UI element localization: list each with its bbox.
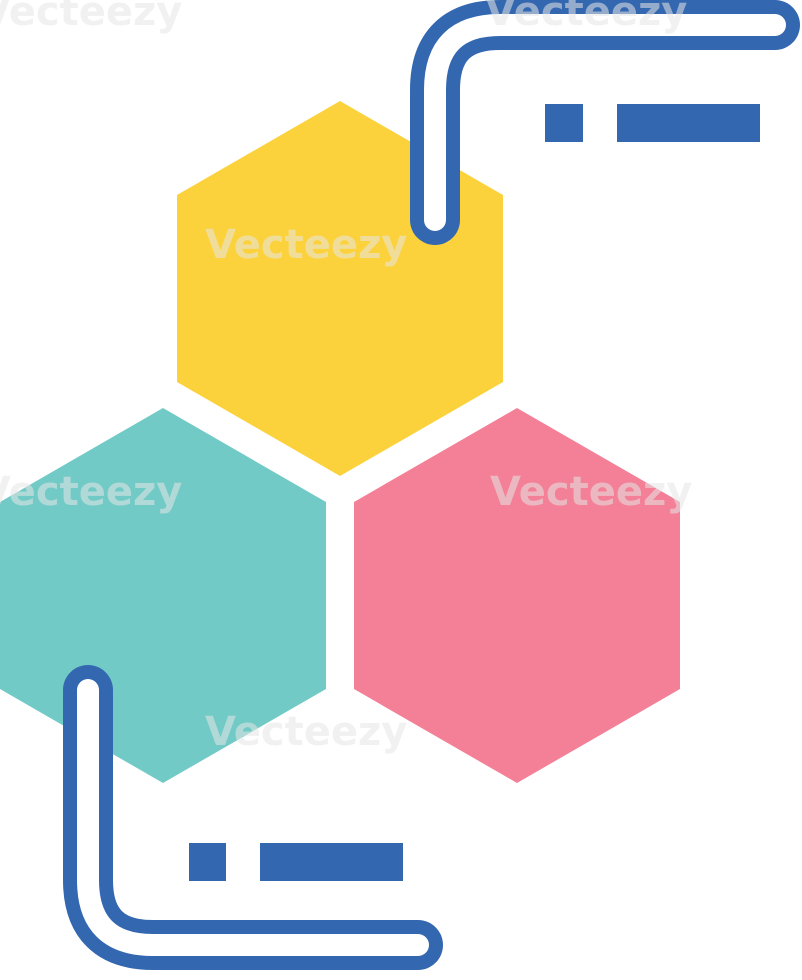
dash-short-icon — [189, 843, 226, 881]
dash-long-icon — [260, 843, 403, 881]
connector-top-fill — [424, 14, 786, 231]
watermark-text: Vecteezy — [485, 0, 687, 35]
connector-bottom-fill — [77, 679, 429, 956]
dash-long-icon — [617, 104, 760, 142]
dash-short-icon — [545, 104, 583, 142]
hexagon-right-icon — [354, 408, 680, 783]
watermark-text: Vecteezy — [0, 0, 182, 35]
watermark-text: Vecteezy — [205, 222, 407, 268]
watermark-layer: Vecteezy Vecteezy Vecteezy Vecteezy Vect… — [0, 0, 692, 755]
watermark-text: Vecteezy — [490, 469, 692, 515]
watermark-text: Vecteezy — [0, 469, 182, 515]
watermark-text: Vecteezy — [205, 709, 407, 755]
